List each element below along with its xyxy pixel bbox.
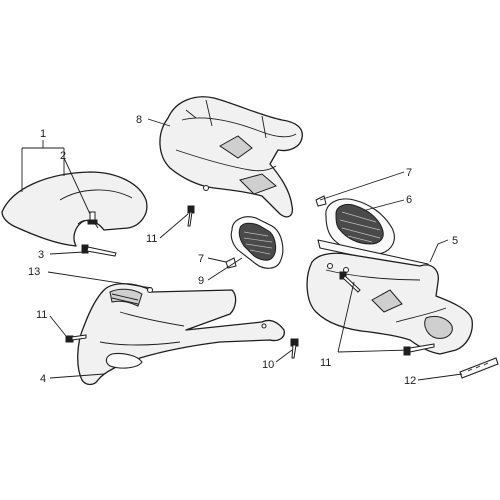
callout-6: 6 <box>406 194 412 206</box>
callout-11-left: 11 <box>36 309 47 321</box>
rubber-strip-part <box>459 357 499 379</box>
leader-lines <box>21 118 463 381</box>
front-mudguard-part <box>1 171 148 247</box>
callout-7-left: 7 <box>198 253 204 265</box>
callout-2: 2 <box>60 150 66 162</box>
callout-7-right: 7 <box>406 167 412 179</box>
callout-13: 13 <box>28 266 40 278</box>
callout-3: 3 <box>38 249 44 261</box>
mudguard-screw-part <box>87 211 98 225</box>
callout-1: 1 <box>40 128 46 140</box>
callout-11-middle: 11 <box>146 233 157 245</box>
callout-8: 8 <box>136 114 142 126</box>
small-grille-part <box>230 216 284 269</box>
large-grille-part <box>325 198 395 255</box>
clip-left-part <box>225 257 237 269</box>
callout-4: 4 <box>40 373 46 385</box>
callout-5: 5 <box>452 235 458 247</box>
front-shield-part <box>159 96 303 218</box>
shield-screw-part <box>187 205 195 227</box>
side-fairing-part <box>306 239 473 355</box>
lower-spoiler-part <box>77 283 285 386</box>
clip-right-part <box>315 195 327 207</box>
fairing-screws-part <box>339 271 435 356</box>
callout-10: 10 <box>262 359 274 371</box>
callout-11-right: 11 <box>320 357 331 369</box>
spoiler-screw-part <box>65 334 87 343</box>
mudguard-bolt-part <box>81 244 117 257</box>
callout-9: 9 <box>198 275 204 287</box>
callout-labels: 1 2 3 13 11 4 8 11 7 9 7 6 5 11 10 12 <box>28 114 458 387</box>
callout-12: 12 <box>404 375 416 387</box>
spoiler-bolt-part <box>290 338 299 359</box>
